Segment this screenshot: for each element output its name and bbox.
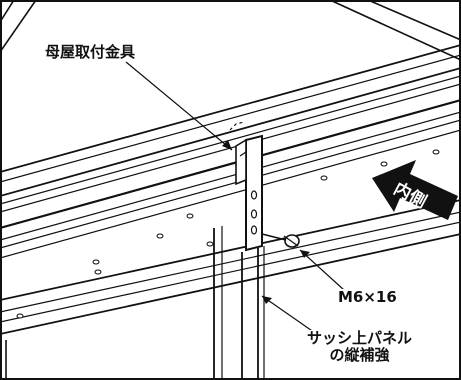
top-frame-lines (0, 0, 461, 61)
beam-holes (16, 149, 440, 319)
bolt-label: M6×16 (336, 288, 399, 307)
leader-arrowheads (222, 140, 310, 304)
purlin-bracket (229, 121, 263, 252)
lower-rail (0, 199, 461, 335)
stiffener-label-line1: サッシ上パネル (307, 329, 413, 347)
inside-arrow-icon (372, 160, 458, 220)
vertical-stiffener (5, 226, 265, 380)
stiffener-label-line2: の縦補強 (329, 346, 390, 365)
leader-lines (125, 61, 345, 336)
purlin-beam (0, 44, 461, 259)
bolt-icon (261, 233, 300, 248)
bracket-label: 母屋取付金具 (43, 43, 138, 62)
stiffener-label: サッシ上パネル の縦補強 (305, 329, 415, 365)
